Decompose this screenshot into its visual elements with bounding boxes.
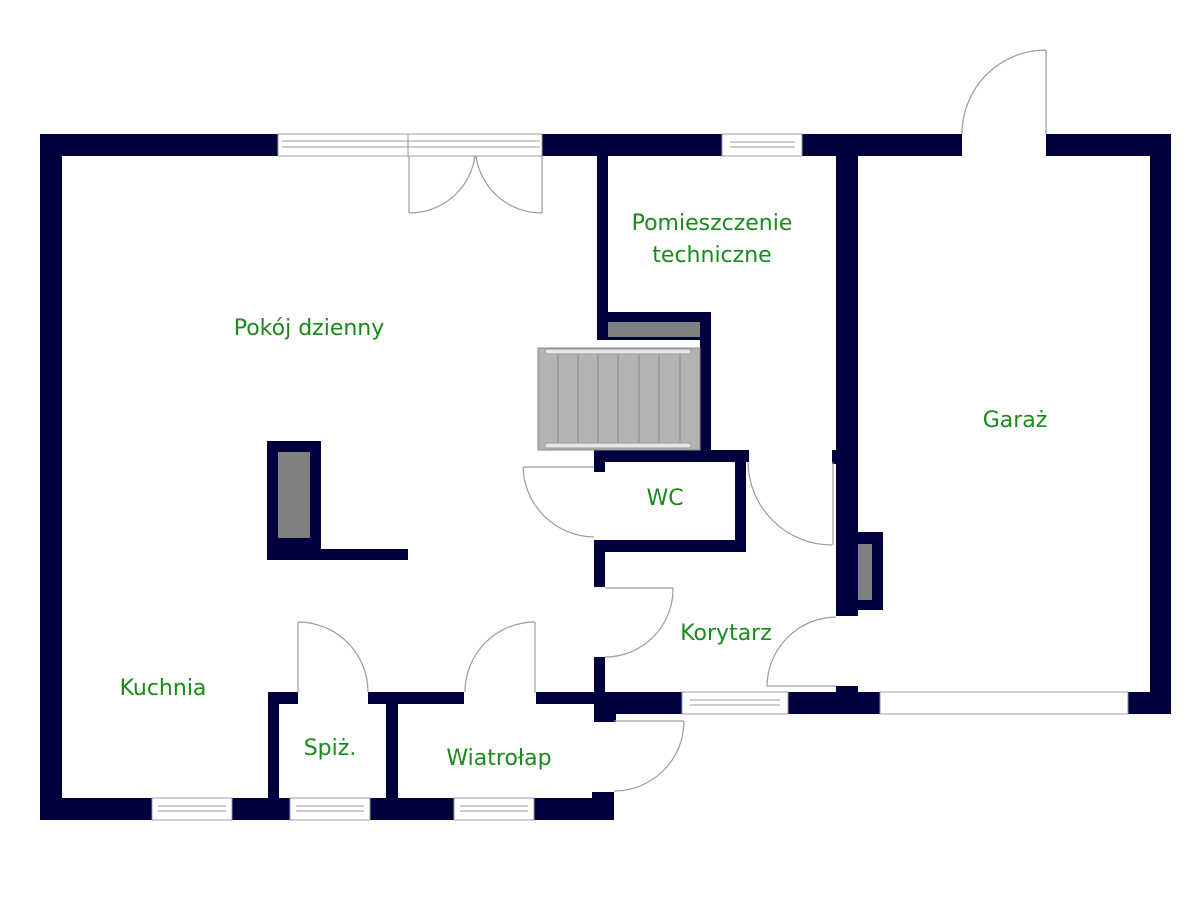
wall-garage-stub — [836, 686, 858, 694]
window-kitchen-bottom — [151, 797, 233, 821]
fireplace — [267, 441, 408, 560]
wall-vestibule-top — [536, 692, 606, 704]
door-vestibule — [464, 621, 536, 693]
wall-stair-right — [700, 312, 711, 457]
wall-bottom-1 — [40, 798, 152, 820]
wall-pantry-top-right — [368, 692, 464, 704]
stair-rail-top — [544, 348, 692, 355]
door-living-double — [408, 155, 543, 214]
wall-wc-left-top — [594, 450, 605, 472]
wall-bottom-5 — [592, 792, 614, 820]
label-wc: WC — [646, 486, 683, 511]
wall-garage-stub-top — [832, 450, 840, 464]
door-pantry — [297, 621, 369, 693]
wall-wc-top — [594, 450, 749, 462]
window-corridor-bottom — [681, 691, 789, 715]
garage-duct — [858, 544, 872, 600]
window-living-top — [277, 133, 543, 157]
windows — [151, 133, 1129, 821]
window-pantry-bottom — [289, 797, 371, 821]
wall-bottom-3 — [370, 798, 454, 820]
wall-left — [40, 134, 62, 820]
wall-tech-left — [597, 134, 608, 334]
wall-top-1 — [40, 134, 280, 156]
garage-door-opening — [879, 691, 1129, 715]
label-garage: Garaż — [983, 408, 1048, 433]
wall-top-3 — [802, 134, 962, 156]
wall-right — [1150, 134, 1171, 714]
door-corridor-garage — [766, 616, 837, 687]
window-tech-top — [721, 133, 803, 157]
door-corridor-tech — [747, 461, 834, 546]
door-wc — [522, 466, 595, 538]
wall-garage-bottom-left — [788, 692, 880, 714]
tech-duct — [608, 322, 700, 337]
wall-top-4 — [1046, 134, 1171, 156]
wall-wc-left-bottom — [594, 540, 605, 587]
window-vestibule-bottom — [453, 797, 535, 821]
wall-wc-bottom — [594, 540, 746, 552]
label-kitchen: Kuchnia — [120, 676, 207, 701]
wall-vestibule-left — [386, 692, 398, 802]
label-living-room: Pokój dzienny — [234, 316, 385, 341]
wall-bottom-2 — [232, 798, 290, 820]
door-living-corridor — [604, 587, 674, 658]
door-entrance — [613, 720, 685, 792]
label-technical-room-line1: Pomieszczenie — [632, 211, 793, 236]
wall-pantry-left — [268, 692, 279, 802]
wall-corridor-left — [594, 657, 605, 717]
label-vestibule: Wiatrołap — [446, 746, 551, 771]
wall-top-2 — [542, 134, 722, 156]
stair-rail-bottom — [544, 442, 692, 449]
door-garage-top — [961, 49, 1047, 135]
label-technical-room-line2: techniczne — [652, 243, 771, 268]
watermark-logo — [40, 134, 278, 290]
label-pantry: Spiż. — [304, 736, 357, 761]
room-labels: Pokój dzienny Pomieszczenie techniczne G… — [120, 211, 1048, 771]
wall-garage-left — [836, 134, 858, 616]
staircase — [537, 347, 701, 451]
wall-garage-bottom-right — [1128, 692, 1171, 714]
label-corridor: Korytarz — [680, 621, 772, 646]
doors — [297, 49, 1047, 792]
wall-wc-right — [735, 450, 746, 552]
walls — [40, 134, 1171, 820]
